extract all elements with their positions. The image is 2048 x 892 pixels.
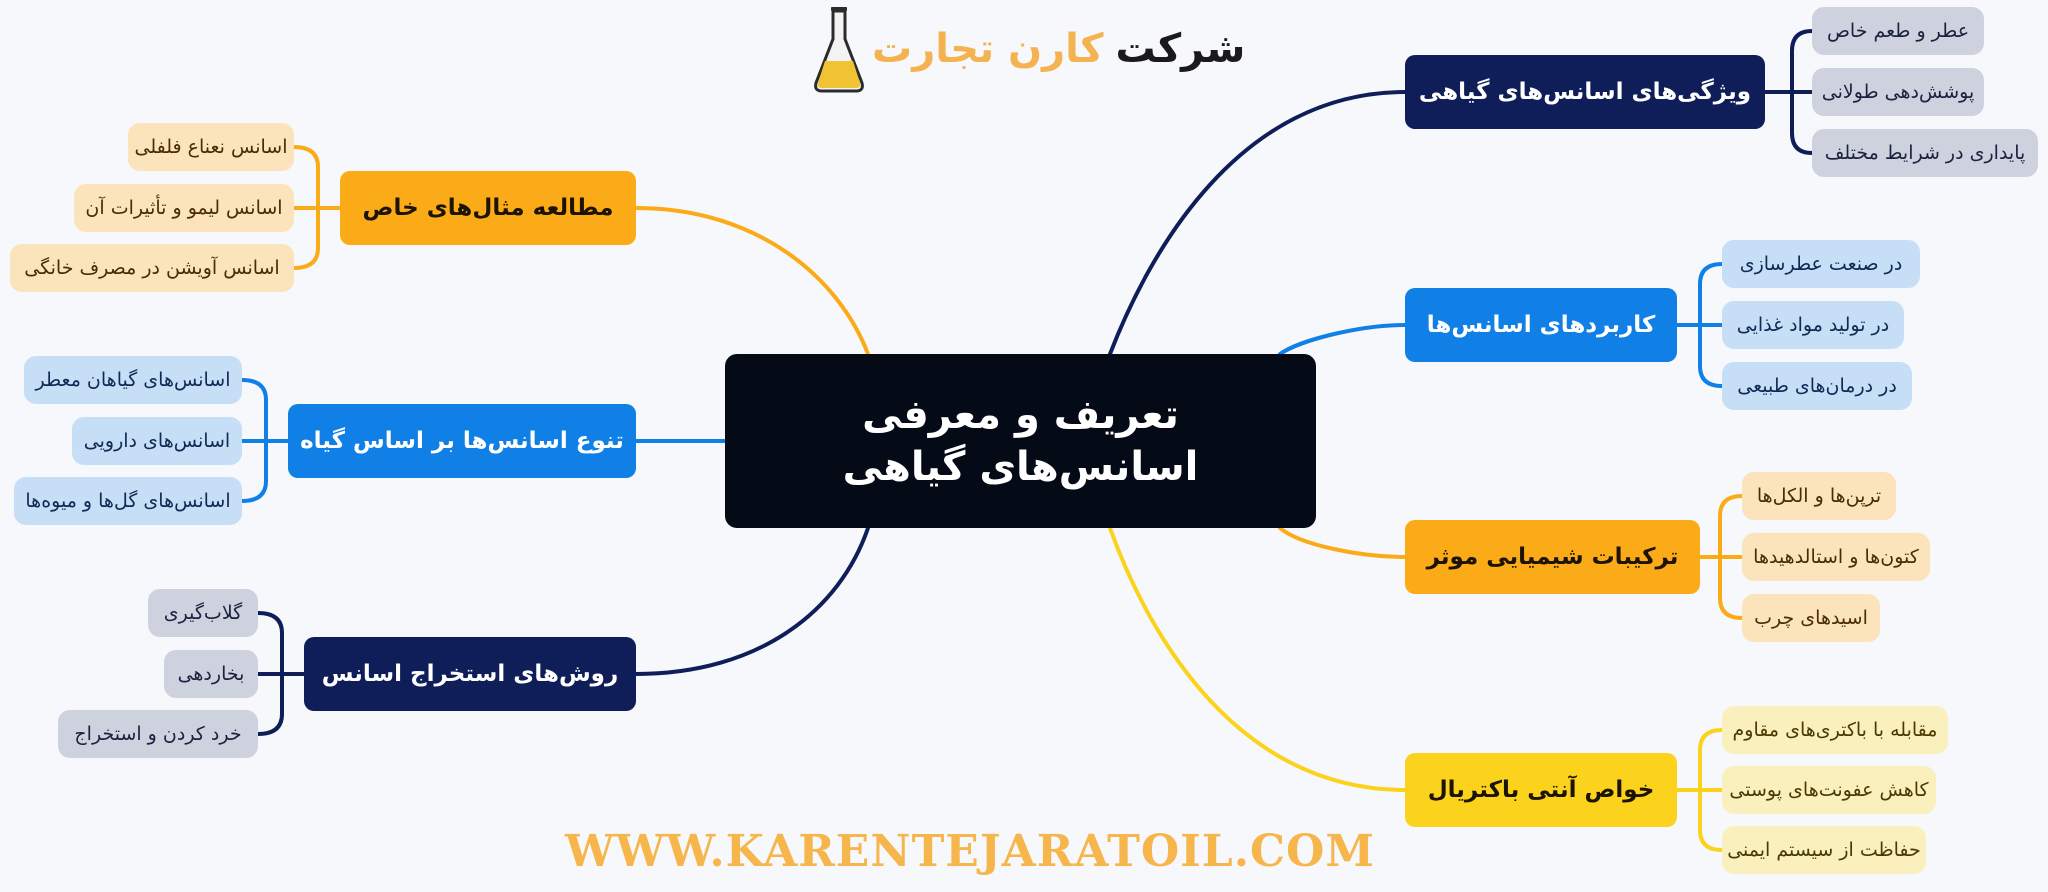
leaf-diversity-2: اسانس‌های دارویی [72,417,242,465]
leaf-applications-1: در صنعت عطرسازی [1722,240,1920,288]
branch-compounds: ترکیبات شیمیایی موثر [1405,520,1700,594]
leaf-case-studies-3: اسانس آویشن در مصرف خانگی [10,244,294,292]
leaf-features-3: پایداری در شرایط مختلف [1812,129,2038,177]
leaf-extraction-1: گلاب‌گیری [148,589,258,637]
logo-brand-name: کارن تجارت [872,26,1104,72]
branch-features: ویژگی‌های اسانس‌های گیاهی [1405,55,1765,129]
branch-extraction: روش‌های استخراج اسانس [304,637,636,711]
leaf-diversity-3: اسانس‌های گل‌ها و میوه‌ها [14,477,242,525]
company-logo: کارن تجارت شرکت [812,4,1245,94]
website-url: WWW.KARENTEJARATOIL.COM [564,826,1376,877]
leaf-antibacterial-1: مقابله با باکتری‌های مقاوم [1722,706,1948,754]
branch-antibacterial: خواص آنتی باکتریال [1405,753,1677,827]
leaf-diversity-1: اسانس‌های گیاهان معطر [24,356,242,404]
branch-case-studies: مطالعه مثال‌های خاص [340,171,636,245]
leaf-compounds-2: کتون‌ها و استالدهیدها [1742,533,1930,581]
flask-icon [814,7,864,93]
leaf-applications-2: در تولید مواد غذایی [1722,301,1904,349]
leaf-extraction-3: خرد کردن و استخراج [58,710,258,758]
leaf-case-studies-2: اسانس لیمو و تأثیرات آن [74,184,294,232]
branch-applications: کاربردهای اسانس‌ها [1405,288,1677,362]
branch-diversity: تنوع اسانس‌ها بر اساس گیاه [288,404,636,478]
logo-company-word: شرکت [1115,26,1246,72]
leaf-applications-3: در درمان‌های طبیعی [1722,362,1912,410]
leaf-features-2: پوشش‌دهی طولانی [1812,68,1984,116]
leaf-case-studies-1: اسانس نعناع فلفلی [128,123,294,171]
leaf-compounds-3: اسیدهای چرب [1742,594,1880,642]
leaf-compounds-1: ترپن‌ها و الکل‌ها [1742,472,1896,520]
leaf-antibacterial-2: کاهش عفونت‌های پوستی [1722,766,1936,814]
leaf-antibacterial-3: حفاظت از سیستم ایمنی [1722,826,1926,874]
leaf-extraction-2: بخاردهی [164,650,258,698]
leaf-features-1: عطر و طعم خاص [1812,7,1984,55]
central-topic: تعریف و معرفی اسانس‌های گیاهی [725,354,1316,528]
